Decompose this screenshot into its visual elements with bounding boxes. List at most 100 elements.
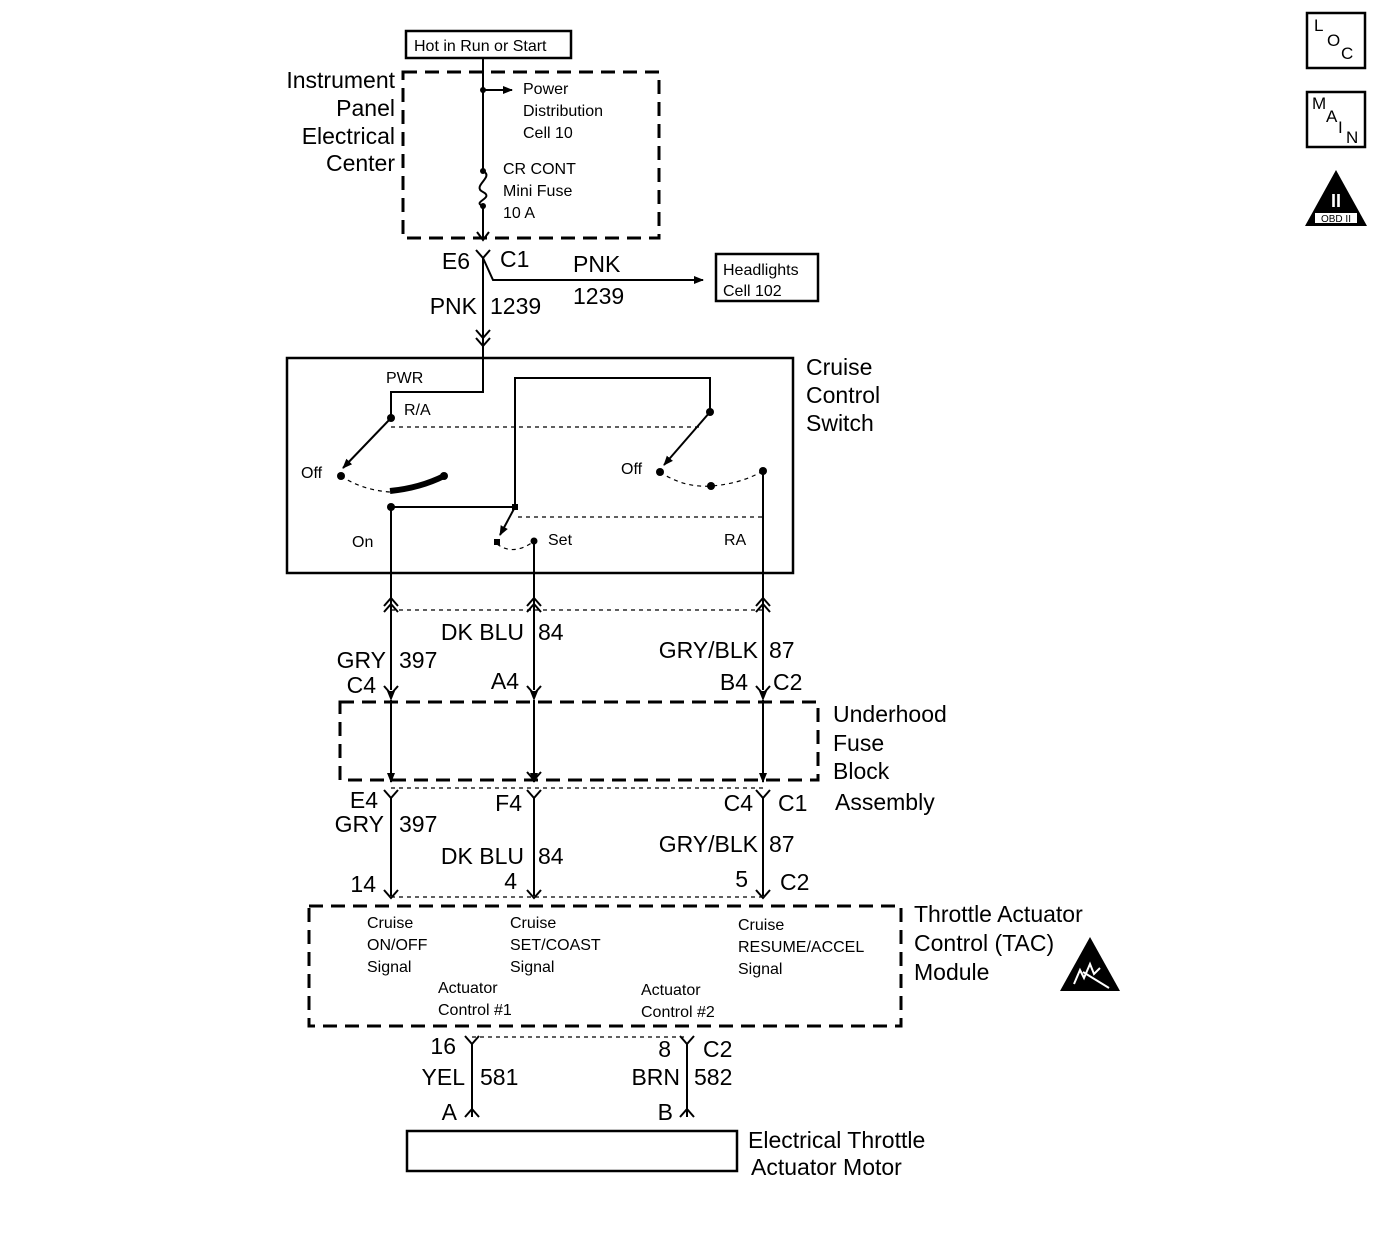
svg-text:O: O: [1327, 31, 1340, 50]
svg-text:Signal: Signal: [738, 961, 782, 978]
svg-text:Actuator Motor: Actuator Motor: [751, 1154, 902, 1180]
svg-text:C2: C2: [773, 669, 802, 695]
loc-icon[interactable]: L O C: [1305, 11, 1367, 70]
svg-text:Block: Block: [833, 758, 890, 784]
svg-text:C2: C2: [703, 1036, 732, 1062]
svg-text:1239: 1239: [490, 293, 541, 319]
ipec-box: [401, 70, 661, 240]
switch-connector-chevrons: [383, 596, 771, 613]
cruise-switch-labels: PWR R/A Off Off On Set RA: [301, 370, 747, 551]
svg-text:L: L: [1314, 16, 1323, 35]
svg-text:F4: F4: [495, 790, 522, 816]
svg-text:Mini Fuse: Mini Fuse: [503, 183, 572, 200]
throttle-motor-box: [405, 1129, 739, 1173]
svg-text:16: 16: [430, 1033, 456, 1059]
svg-text:DK BLU: DK BLU: [441, 619, 524, 645]
power-distribution-label: Power Distribution Cell 10: [523, 81, 603, 142]
svg-text:10 A: 10 A: [503, 205, 535, 222]
svg-text:C4: C4: [347, 672, 377, 698]
svg-text:Control: Control: [806, 382, 880, 408]
svg-text:397: 397: [399, 647, 437, 673]
fuse-block-pass-through: [387, 691, 767, 789]
wire-dk-blu-84-lower: F4 DK BLU 84 4: [441, 790, 564, 894]
svg-text:Control #1: Control #1: [438, 1002, 512, 1019]
svg-text:OBD II: OBD II: [1321, 214, 1351, 225]
svg-text:Headlights: Headlights: [723, 262, 799, 279]
wire-gry-blk-87-upper: GRY/BLK 87 B4 C2: [659, 637, 802, 696]
svg-text:ON/OFF: ON/OFF: [367, 937, 428, 954]
svg-text:84: 84: [538, 619, 564, 645]
svg-text:Module: Module: [914, 959, 989, 985]
wire-gry-blk-87-lower: C4 C1 GRY/BLK 87 5 C2: [659, 790, 810, 895]
svg-text:Cruise: Cruise: [806, 354, 872, 380]
svg-text:1239: 1239: [573, 283, 624, 309]
cruise-switch-title: Cruise Control Switch: [806, 354, 880, 436]
tac-signal-labels: Cruise ON/OFF Signal Cruise SET/COAST Si…: [367, 915, 864, 1021]
svg-text:GRY/BLK: GRY/BLK: [659, 831, 759, 857]
esd-warning-icon: [1060, 937, 1120, 991]
svg-text:Off: Off: [621, 461, 643, 478]
svg-text:R/A: R/A: [404, 402, 431, 419]
connector-c1-label: C1: [500, 246, 529, 272]
headlights-wire: PNK 1239: [482, 251, 704, 309]
svg-text:PNK: PNK: [573, 251, 621, 277]
svg-text:Assembly: Assembly: [835, 789, 935, 815]
svg-text:C4: C4: [724, 790, 754, 816]
svg-text:87: 87: [769, 831, 795, 857]
headlights-cell-box[interactable]: Headlights Cell 102: [714, 252, 820, 303]
svg-text:Fuse: Fuse: [833, 730, 884, 756]
svg-text:SET/COAST: SET/COAST: [510, 937, 601, 954]
svg-text:Cruise: Cruise: [510, 915, 556, 932]
svg-text:Distribution: Distribution: [523, 103, 603, 120]
svg-text:582: 582: [694, 1064, 732, 1090]
svg-text:PNK: PNK: [430, 293, 478, 319]
connector-symbol: [475, 249, 491, 260]
svg-text:Throttle Actuator: Throttle Actuator: [914, 901, 1083, 927]
svg-text:CR CONT: CR CONT: [503, 161, 576, 178]
svg-text:PWR: PWR: [386, 370, 423, 387]
svg-text:II: II: [1331, 191, 1341, 211]
svg-text:Signal: Signal: [367, 959, 411, 976]
svg-text:RA: RA: [724, 532, 747, 549]
cr-cont-fuse-label: CR CONT Mini Fuse 10 A: [503, 161, 576, 222]
svg-text:Control #2: Control #2: [641, 1004, 715, 1021]
svg-text:397: 397: [399, 811, 437, 837]
underhood-fuse-block-box: [338, 700, 820, 782]
cruise-switch-box: [285, 356, 795, 575]
ipec-title: Instrument Panel Electrical Center: [286, 67, 395, 176]
svg-text:Cell 102: Cell 102: [723, 283, 782, 300]
svg-text:BRN: BRN: [631, 1064, 680, 1090]
svg-text:C1: C1: [778, 790, 807, 816]
svg-text:A: A: [1326, 107, 1338, 126]
svg-text:Signal: Signal: [510, 959, 554, 976]
svg-text:B: B: [658, 1099, 673, 1125]
svg-text:I: I: [1338, 118, 1343, 137]
svg-text:Electrical Throttle: Electrical Throttle: [748, 1127, 925, 1153]
svg-text:Actuator: Actuator: [438, 980, 498, 997]
svg-text:M: M: [1312, 94, 1326, 113]
cruise-switch-internals: [337, 346, 767, 690]
svg-text:DK BLU: DK BLU: [441, 843, 524, 869]
motor-wiring: [464, 1035, 695, 1118]
svg-text:Instrument: Instrument: [286, 67, 395, 93]
svg-text:B4: B4: [720, 669, 748, 695]
hot-in-run-label: Hot in Run or Start: [404, 29, 573, 60]
svg-text:Actuator: Actuator: [641, 982, 701, 999]
svg-text:On: On: [352, 534, 373, 551]
svg-text:Electrical: Electrical: [302, 123, 395, 149]
svg-text:Cell 10: Cell 10: [523, 125, 573, 142]
obd-ii-icon[interactable]: II OBD II: [1305, 170, 1367, 226]
svg-text:YEL: YEL: [422, 1064, 466, 1090]
tac-module-title: Throttle Actuator Control (TAC) Module: [914, 901, 1083, 985]
svg-text:14: 14: [350, 871, 376, 897]
main-icon[interactable]: M A I N: [1305, 90, 1367, 149]
wire-yel-581: 16 YEL 581 A: [422, 1033, 519, 1125]
svg-text:Hot in Run or Start: Hot in Run or Start: [414, 38, 547, 55]
svg-text:A4: A4: [491, 668, 519, 694]
throttle-motor-title: Electrical Throttle Actuator Motor: [748, 1127, 925, 1180]
main-feed-wire: PNK 1239: [430, 258, 541, 348]
wire-dk-blu-84-upper: DK BLU 84 A4: [441, 619, 564, 696]
underhood-fuse-block-title: Underhood Fuse Block Assembly: [833, 701, 947, 815]
wire-gry-397-upper: GRY 397 C4: [337, 647, 438, 698]
